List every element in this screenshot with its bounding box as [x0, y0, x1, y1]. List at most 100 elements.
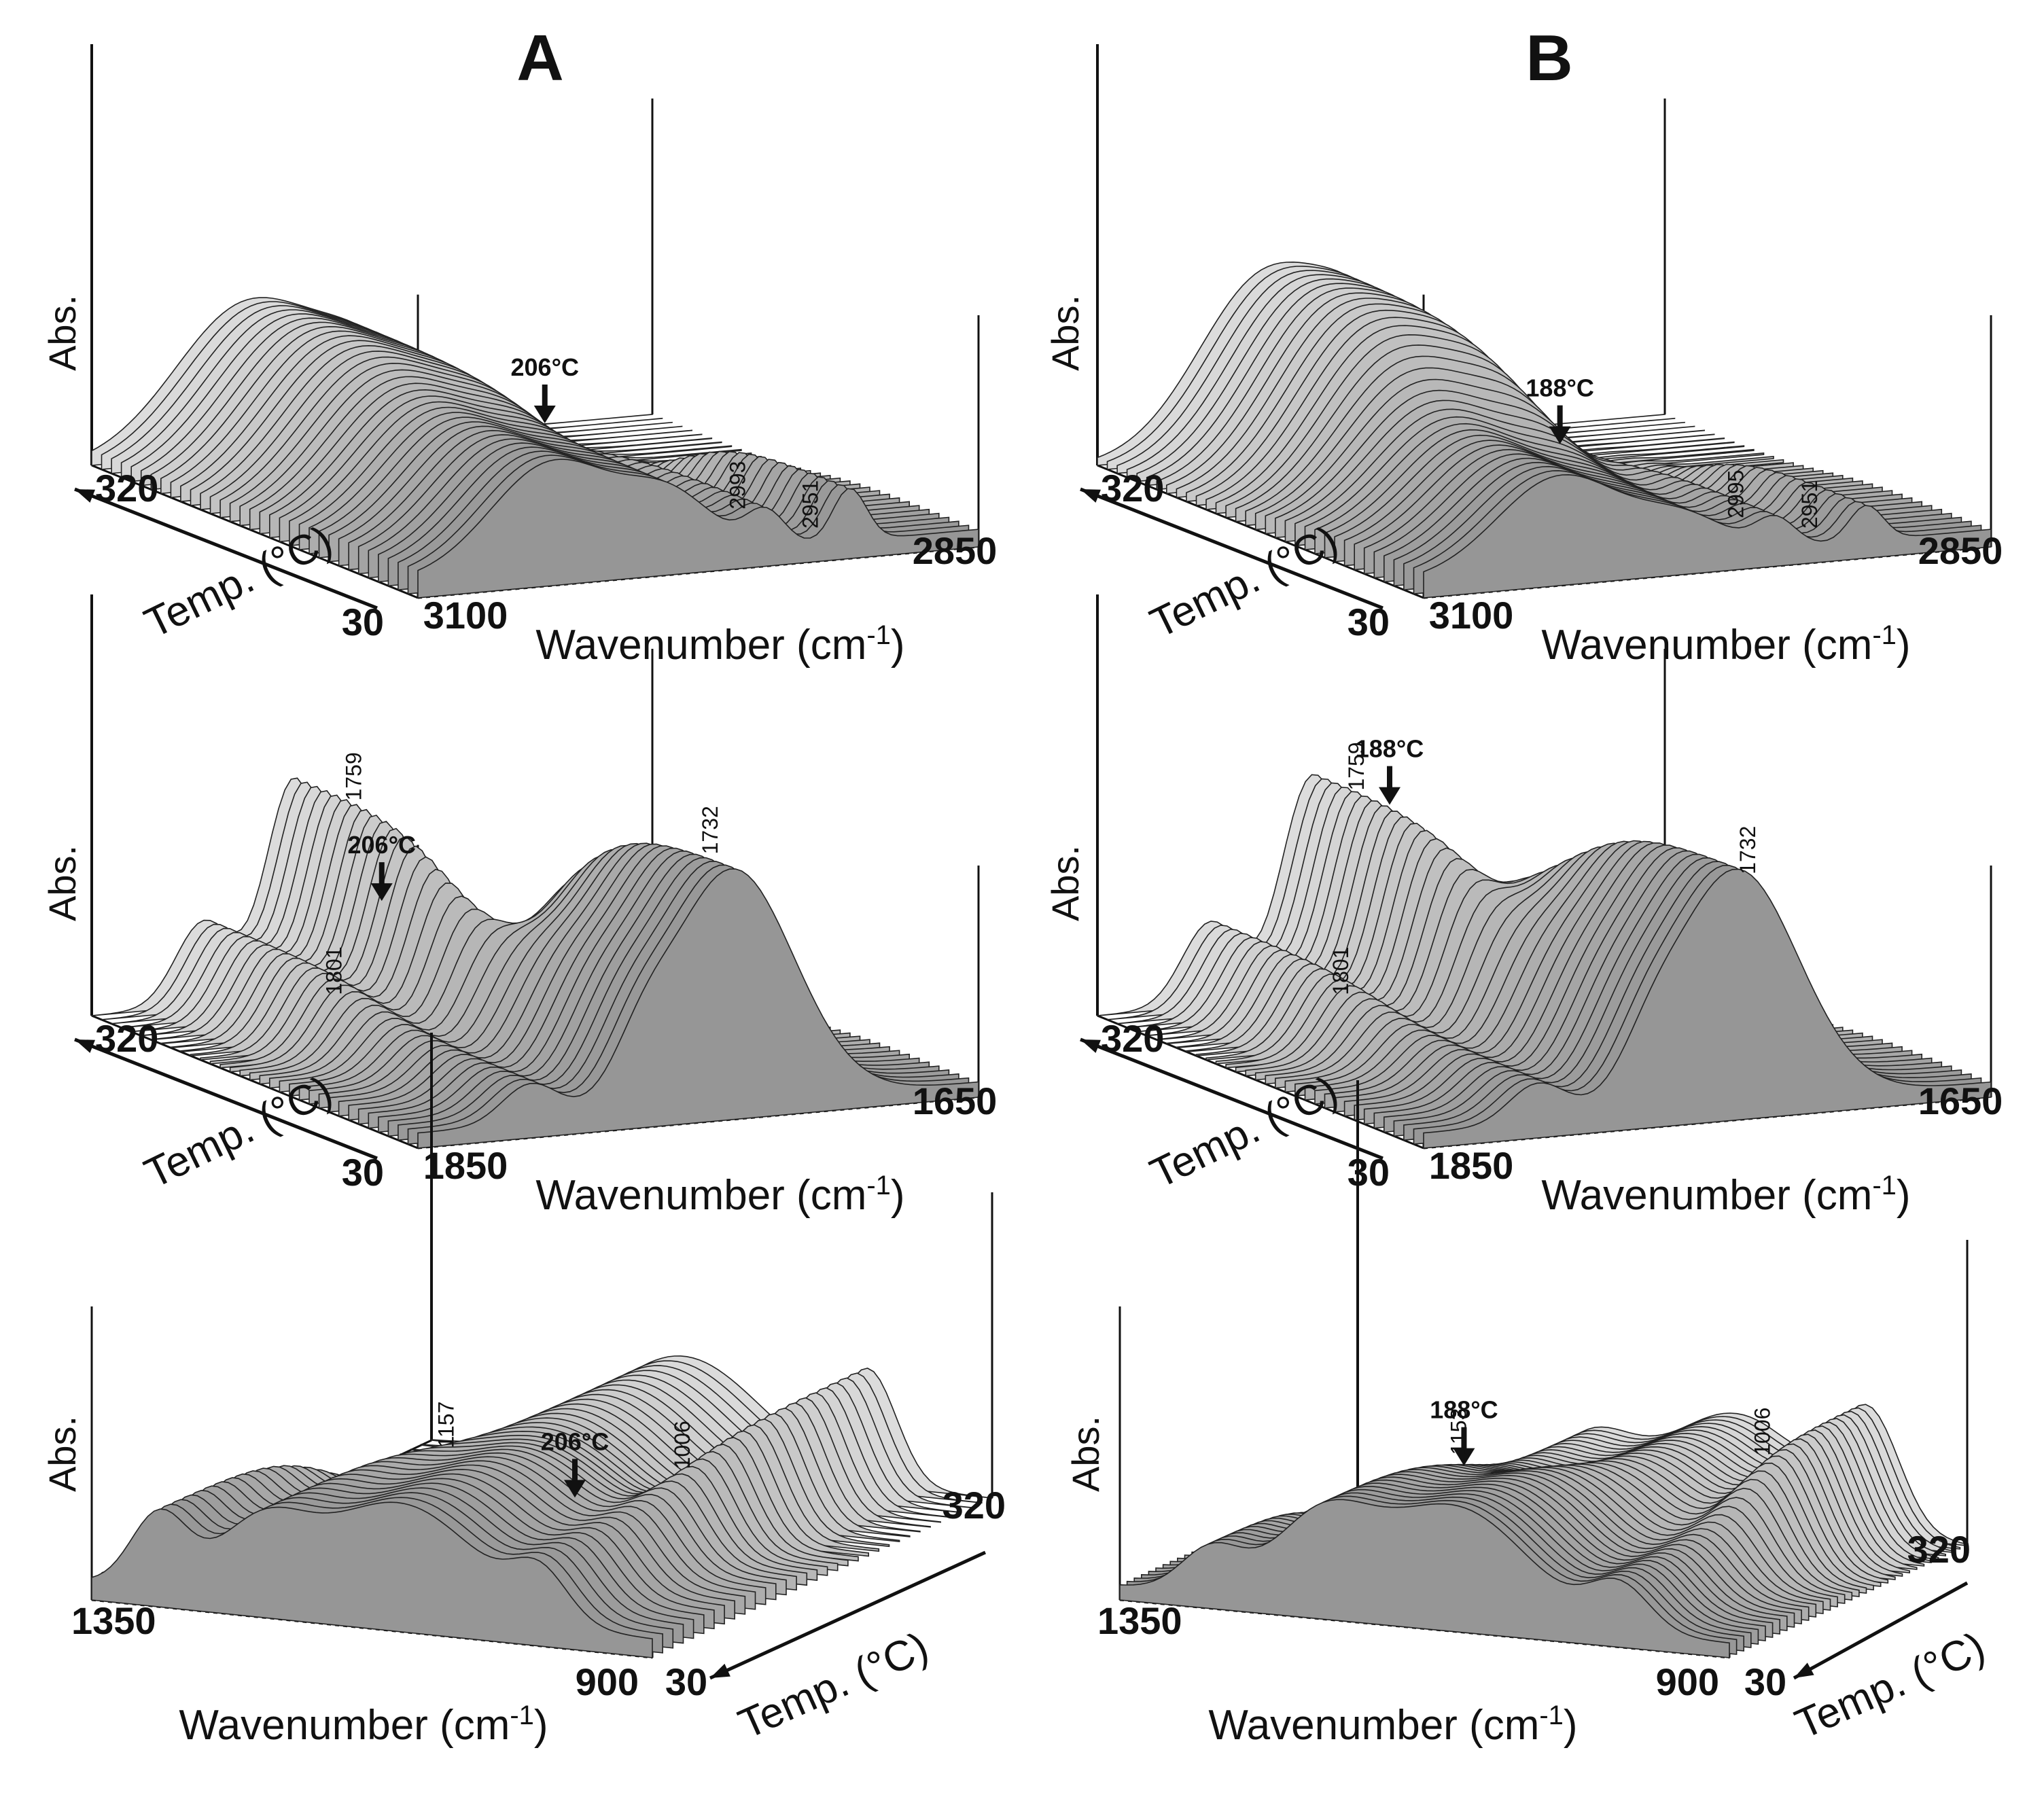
panel-b-row1: Abs.Wavenumber (cm-1)Temp. (°C)310028503…: [1044, 44, 2003, 669]
x-tick-label: 1350: [1097, 1599, 1182, 1642]
temperature-arrow: [1793, 1581, 1969, 1680]
arrowhead: [1794, 1662, 1814, 1678]
transition-temperature-label: 206°C: [511, 353, 579, 381]
peak-label: 1801: [1328, 946, 1353, 995]
temperature-axis-line: [1097, 1014, 1424, 1150]
wavenumber-axis-label: Wavenumber (cm-1): [1541, 1171, 1910, 1219]
temperature-arrow: [74, 1037, 378, 1160]
peak-label: 2995: [1723, 470, 1748, 518]
transition-arrowhead: [533, 406, 556, 424]
temperature-axis-label: Temp. (°C): [1788, 1623, 1992, 1748]
arrowhead: [1080, 489, 1101, 503]
arrowhead: [75, 489, 95, 503]
transition-arrowhead: [1453, 1448, 1475, 1466]
temperature-axis-line: [91, 464, 419, 599]
arrowhead: [75, 1039, 95, 1053]
peak-label: 1801: [321, 946, 346, 995]
transition-arrowhead: [1379, 787, 1400, 805]
peak-label: 2993: [725, 461, 750, 510]
peak-label: 1732: [698, 806, 722, 854]
temperature-arrow: [74, 487, 378, 610]
z-axis-label: Abs.: [1064, 1416, 1107, 1492]
panel-a-row3: Abs. Wavenumber (cm-1) Temp. (°C) 1350 900 30…: [41, 1033, 1006, 1749]
x-tick-label: 900: [576, 1660, 639, 1703]
x-tick-label: 3100: [423, 594, 508, 637]
spectrum-trace: [91, 1501, 653, 1658]
transition-arrowhead: [564, 1480, 586, 1498]
peak-label: 1759: [342, 752, 366, 800]
wavenumber-axis-label: Wavenumber (cm-1): [179, 1700, 548, 1749]
spectrum-trace: [1423, 868, 1992, 1149]
temperature-arrow: [1080, 1037, 1384, 1160]
x-tick-label: 1850: [1429, 1144, 1514, 1187]
peak-label: 1153: [1447, 1408, 1471, 1455]
panel-b-row2: Abs.Wavenumber (cm-1)Temp. (°C)185016503…: [1044, 594, 2003, 1219]
x-tick-label: 1850: [423, 1144, 508, 1187]
t-tick-label: 320: [1907, 1528, 1971, 1571]
transition-temperature-label: 188°C: [1356, 735, 1424, 763]
z-axis-label: Abs.: [41, 1416, 84, 1492]
t-tick-label: 30: [342, 601, 384, 643]
panel-a-row2: Abs.Wavenumber (cm-1)Temp. (°C)185016503…: [41, 594, 997, 1219]
peak-label: 1759: [1344, 742, 1369, 790]
peak-label: 1157: [434, 1402, 459, 1448]
z-axis-label: Abs.: [1044, 295, 1087, 371]
wavenumber-axis-label: Wavenumber (cm-1): [535, 620, 904, 669]
surface-traces: [91, 1355, 993, 1658]
z-axis-label: Abs.: [41, 295, 84, 371]
t-tick-label: 30: [1347, 1151, 1390, 1194]
panels: Abs. Wavenumber (cm-1) Temp. (°C) 3100 2850 3…: [41, 44, 2003, 1749]
panel-b-row3: Abs. Wavenumber (cm-1) Temp. (°C) 1350 900 30…: [1064, 1080, 1992, 1749]
temperature-axis-label: Temp. (°C): [732, 1623, 935, 1748]
x-tick-label: 900: [1656, 1660, 1719, 1703]
peak-label: 1732: [1735, 826, 1760, 874]
column-label-b: B: [1526, 22, 1572, 94]
panel-a-row1: Abs.Wavenumber (cm-1)Temp. (°C)310028503…: [41, 44, 997, 669]
x-tick-label: 1350: [71, 1599, 156, 1642]
surface-traces: [91, 297, 979, 599]
temperature-arrow: [1080, 487, 1384, 610]
x-tick-label: 2850: [1918, 529, 2003, 572]
t-tick-label: 30: [665, 1660, 707, 1703]
spectrum-trace: [1423, 474, 1992, 599]
transition-arrowhead: [370, 883, 393, 902]
z-axis-label: Abs.: [1044, 845, 1087, 921]
spectrum-trace: [417, 868, 979, 1149]
t-tick-label: 320: [1101, 1017, 1164, 1060]
transition-arrowhead: [1549, 426, 1571, 444]
spectrum-trace: [417, 459, 979, 599]
wavenumber-axis-label: Wavenumber (cm-1): [1208, 1700, 1577, 1749]
x-tick-label: 2850: [913, 529, 998, 572]
x-tick-label: 1650: [913, 1080, 998, 1122]
peak-label: 1006: [1750, 1408, 1775, 1456]
transition-temperature-label: 206°C: [348, 831, 416, 859]
t-tick-label: 320: [1101, 467, 1164, 510]
surface-traces: [1097, 774, 1992, 1149]
x-tick-label: 1650: [1918, 1080, 2003, 1122]
t-tick-label: 320: [95, 467, 158, 510]
peak-label: 2951: [798, 480, 823, 529]
surface-traces: [1097, 261, 1992, 599]
spectrum-trace: [1119, 1499, 1730, 1658]
surface-traces: [91, 777, 979, 1149]
column-label-a: A: [516, 22, 563, 94]
wavenumber-axis-label: Wavenumber (cm-1): [1541, 620, 1910, 669]
t-tick-label: 30: [1347, 601, 1390, 643]
wavenumber-axis-label: Wavenumber (cm-1): [535, 1171, 904, 1219]
t-tick-label: 320: [95, 1017, 158, 1060]
peak-label: 2951: [1797, 480, 1822, 529]
peak-label: 1006: [670, 1421, 694, 1469]
transition-temperature-label: 188°C: [1430, 1396, 1498, 1424]
temperature-axis-line: [1097, 464, 1424, 599]
transition-temperature-label: 206°C: [541, 1427, 609, 1455]
transition-temperature-label: 188°C: [1526, 374, 1593, 402]
t-tick-label: 30: [1744, 1660, 1786, 1703]
z-axis-label: Abs.: [41, 845, 84, 921]
t-tick-label: 320: [942, 1484, 1006, 1527]
surface-traces: [1119, 1404, 1968, 1658]
arrowhead: [1080, 1039, 1101, 1053]
arrowhead: [710, 1663, 730, 1678]
temperature-axis-line: [91, 1014, 419, 1150]
x-tick-label: 3100: [1429, 594, 1514, 637]
